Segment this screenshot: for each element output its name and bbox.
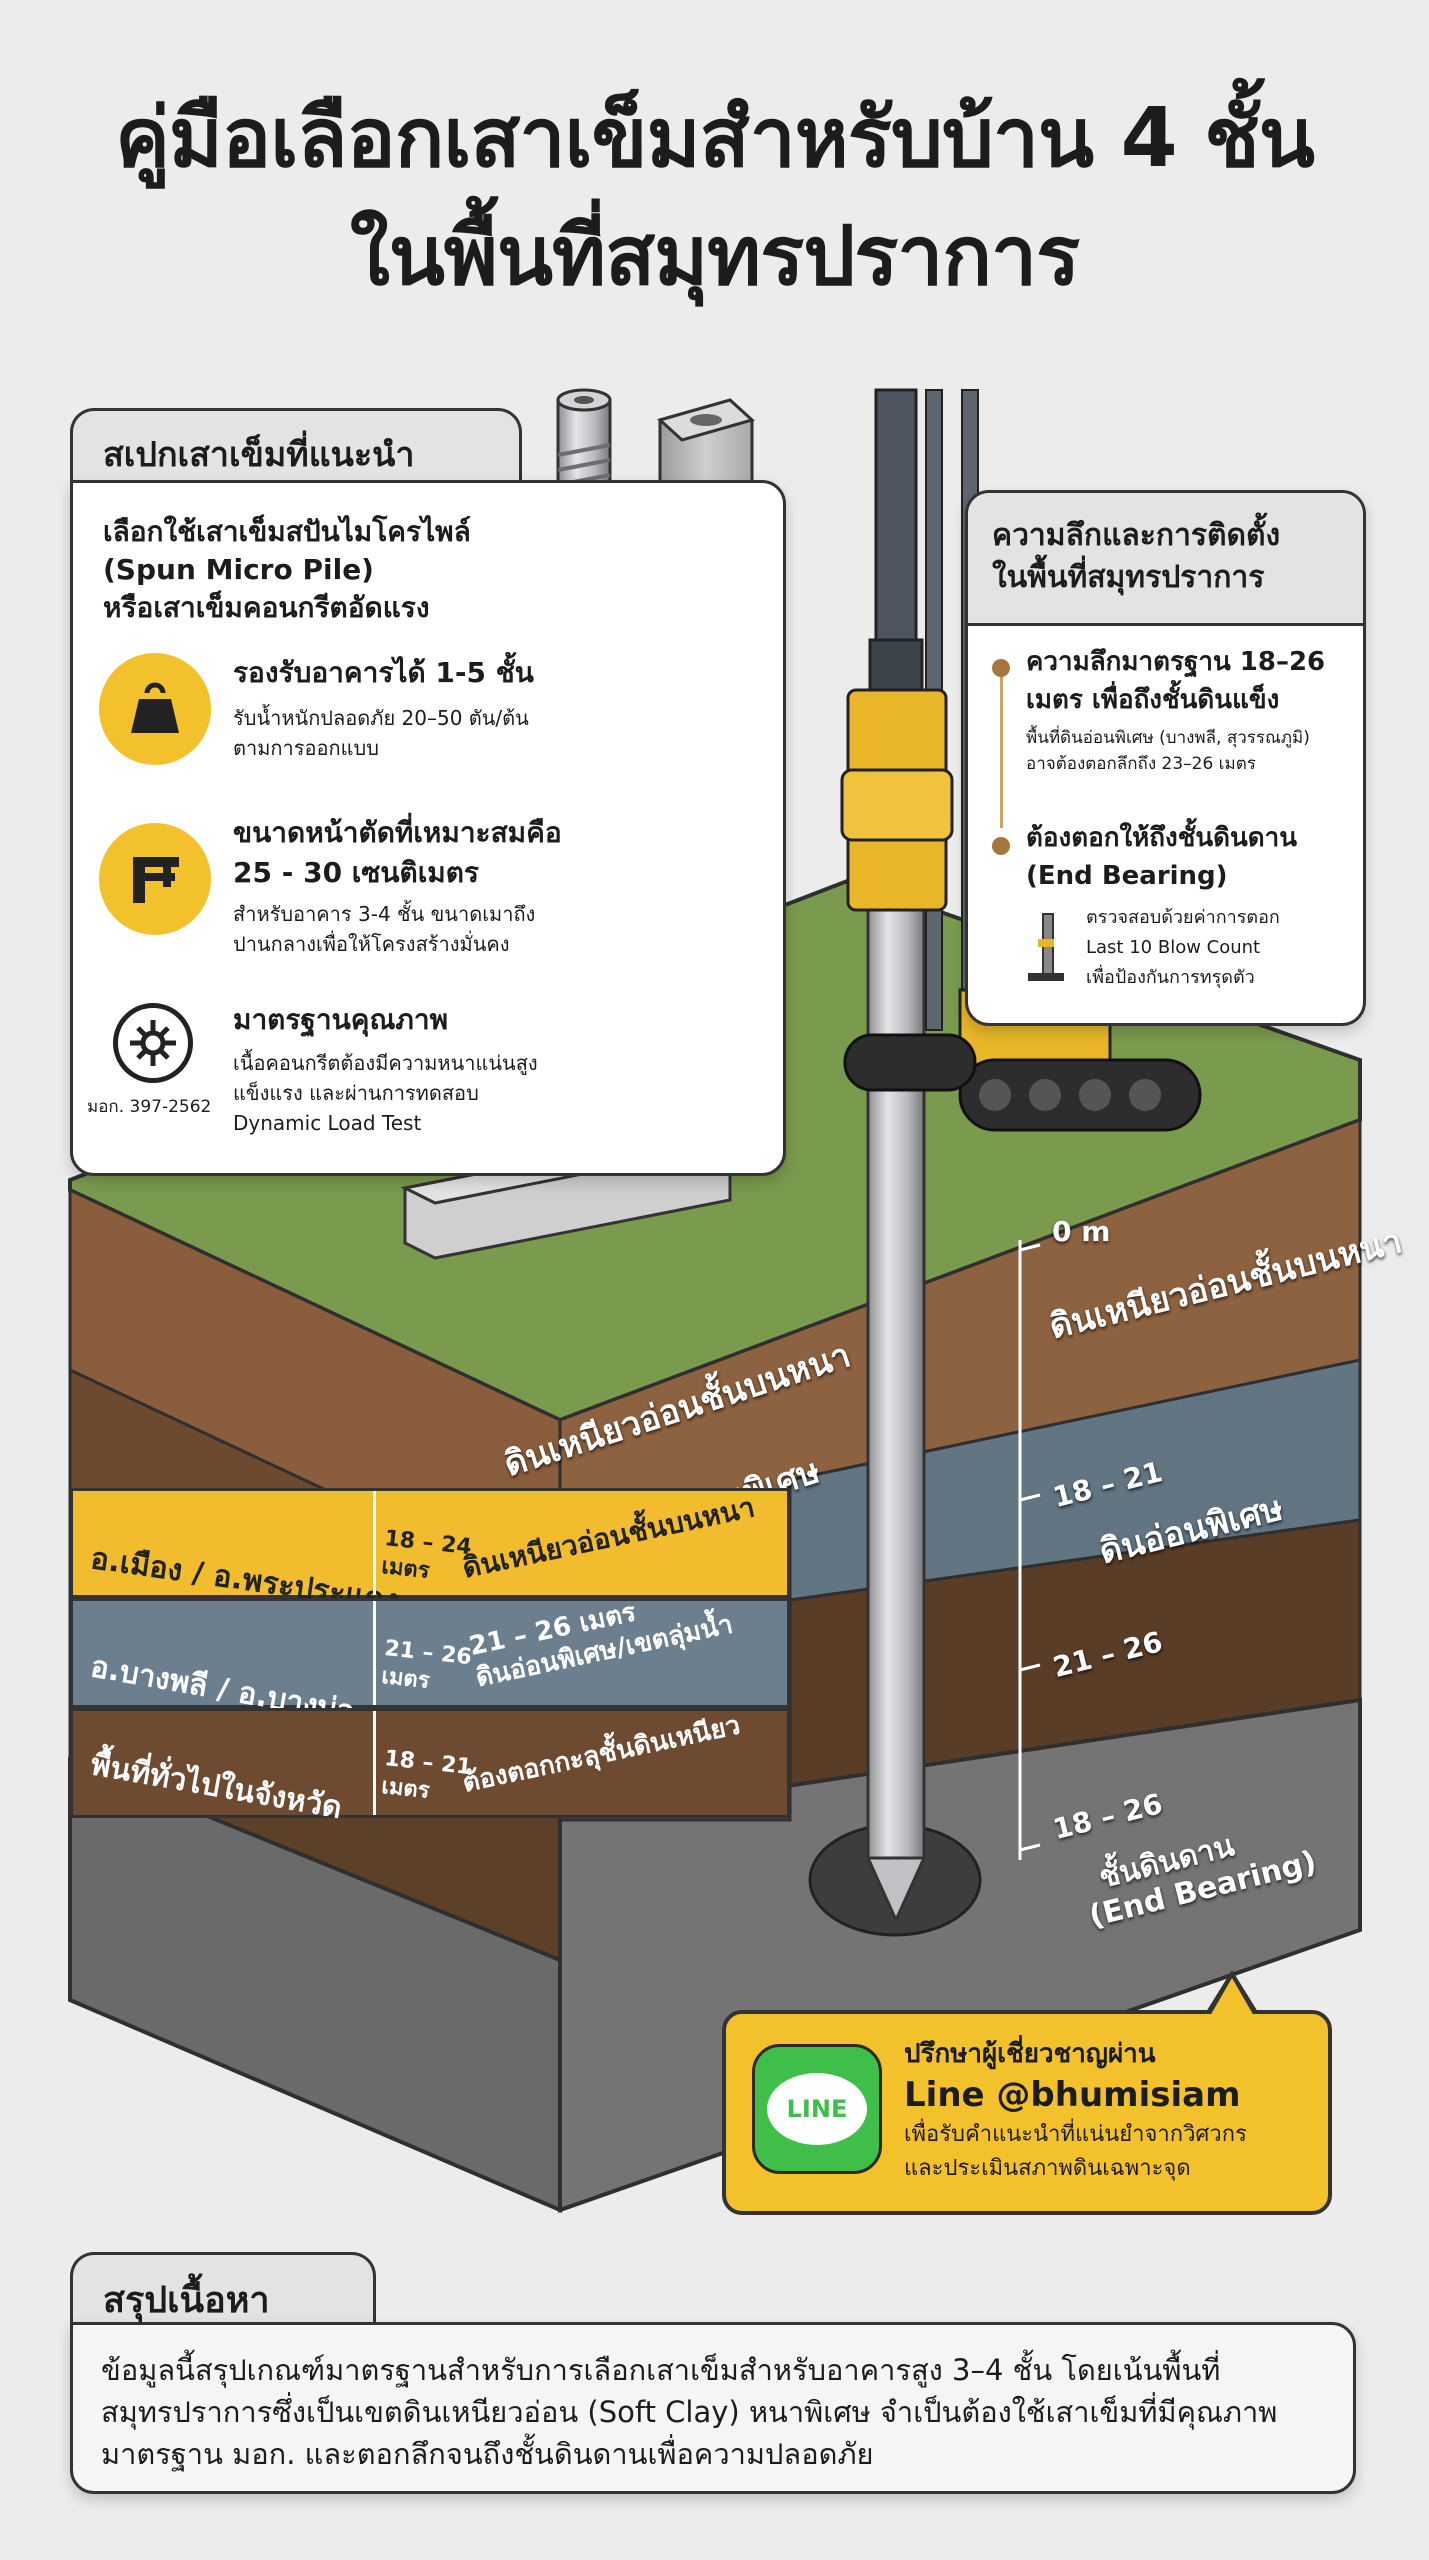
depth-item-text: เพื่อป้องกันการทรุดตัว (1086, 967, 1255, 988)
depth-item-text: อาจต้องตอกลึกถึง 23–26 เมตร (1026, 754, 1256, 774)
title-line-2: ในพื้นที่สมุทรปราการ (349, 209, 1080, 304)
spec-item-2: ขนาดหน้าตัดที่เหมาะสมคือ 25 - 30 เซนติเม… (233, 813, 753, 959)
depth-panel: ความลึกและการติดตั้ง ในพื้นที่สมุทรปรากา… (965, 490, 1366, 1026)
spec-panel: เลือกใช้เสาเข็มสปันไมโครไพล์ (Spun Micro… (70, 480, 786, 1176)
tis-badge: มอก. 397-2562 (87, 1097, 212, 1117)
line-app-icon[interactable]: LINE (752, 2044, 882, 2174)
summary-line: สมุทรปราการซึ่งเป็นเขตดินเหนียวอ่อน (Sof… (101, 2395, 1278, 2429)
district-soil: ดินเหนียวอ่อนชั้นบนหนา (459, 1490, 758, 1585)
consult-line-1: ปรึกษาผู้เชี่ยวชาญผ่าน (904, 2039, 1156, 2069)
band-divider (373, 1601, 376, 1705)
spec-item-title: ขนาดหน้าตัดที่เหมาะสมคือ (233, 816, 562, 849)
bullet-dot (992, 659, 1010, 677)
spec-item-text: ตามการออกแบบ (233, 736, 379, 760)
depth-item-title: ต้องตอกให้ถึงชั้นดินดาน (1026, 823, 1298, 853)
band-divider (373, 1491, 376, 1595)
speech-tail-fill (1210, 1978, 1254, 2016)
spec-item-text: รับน้ำหนักปลอดภัย 20–50 ตัน/ต้น (233, 706, 529, 730)
driven-pile-shaft (866, 858, 926, 1862)
depth-mark: 0 m (1052, 1215, 1111, 1248)
district-depth: 18 – 21 เมตร (380, 1745, 473, 1810)
consult-line-4: และประเมินสภาพดินเฉพาะจุด (904, 2156, 1191, 2181)
depth-item-title: ความลึกมาตรฐาน 18–26 (1026, 647, 1326, 677)
spec-item-text: แข็งแรง และผ่านการทดสอบ (233, 1081, 479, 1105)
weight-icon (99, 653, 211, 765)
page-title: คู่มือเลือกเสาเข็มสำหรับบ้าน 4 ชั้น ในพื… (40, 80, 1389, 316)
summary-line: มาตรฐาน มอก. และตอกลึกจนถึงชั้นดินดานเพื… (101, 2437, 874, 2471)
summary-text: ข้อมูลนี้สรุปเกณฑ์มาตรฐานสำหรับการเลือกเ… (101, 2349, 1341, 2475)
title-line-1: คู่มือเลือกเสาเข็มสำหรับบ้าน 4 ชั้น (115, 91, 1315, 186)
spec-item-text: Dynamic Load Test (233, 1111, 422, 1135)
consult-text: ปรึกษาผู้เชี่ยวชาญผ่าน Line @bhumisiam เ… (904, 2036, 1324, 2186)
depth-item-2-text: ตรวจสอบด้วยค่าการตอก Last 10 Blow Count … (1086, 903, 1346, 993)
spec-item-title: 25 - 30 เซนติเมตร (233, 856, 479, 889)
spec-intro: เลือกใช้เสาเข็มสปันไมโครไพล์ (Spun Micro… (103, 513, 471, 627)
depth-panel-header: ความลึกและการติดตั้ง ในพื้นที่สมุทรปรากา… (968, 493, 1363, 626)
summary-heading: สรุปเนื้อหา (103, 2280, 270, 2321)
district-depth: 18 – 24 เมตร (380, 1525, 473, 1590)
consult-box[interactable]: LINE ปรึกษาผู้เชี่ยวชาญผ่าน Line @bhumis… (722, 1970, 1332, 2215)
depth-item-title: (End Bearing) (1026, 861, 1228, 891)
depth-heading-line: ในพื้นที่สมุทรปราการ (992, 560, 1265, 595)
depth-heading-line: ความลึกและการติดตั้ง (992, 518, 1281, 553)
depth-item-text: Last 10 Blow Count (1086, 937, 1261, 958)
line-icon-text: LINE (786, 2095, 848, 2123)
district-band-2: อ.บางพลี / อ.บางบ่อ 21 – 26 เมตร 21 – 26… (70, 1597, 790, 1730)
timeline-line (1000, 668, 1003, 828)
district-depth: 21 – 26 เมตร (380, 1635, 473, 1700)
depth-item-text: ตรวจสอบด้วยค่าการตอก (1086, 907, 1280, 928)
district-band-3: พื้นที่ทั่วไปในจังหวัด 18 – 21 เมตร ต้อง… (70, 1708, 790, 1826)
consult-line-3: เพื่อรับคำแนะนำที่แน่นยำจากวิศวกร (904, 2122, 1247, 2147)
spec-item-3: มาตรฐานคุณภาพ เนื้อคอนกรีตต้องมีความหนาแ… (233, 998, 753, 1138)
spec-item-1: รองรับอาคารได้ 1-5 ชั้น รับน้ำหนักปลอดภั… (233, 651, 753, 763)
caliper-icon (99, 823, 211, 935)
spec-intro-line: เลือกใช้เสาเข็มสปันไมโครไพล์ (103, 515, 471, 548)
district-band-1: อ.เมือง / อ.พระประแดง 18 – 24 เมตร ดินเห… (70, 1488, 790, 1619)
district-soil: ต้องตอกกะลุชั้นดินเหนียว (459, 1710, 743, 1799)
consult-line-2[interactable]: Line @bhumisiam (904, 2075, 1241, 2115)
line-bubble: LINE (767, 2073, 867, 2145)
depth-item-text: พื้นที่ดินอ่อนพิเศษ (บางพลี, สุวรรณภูมิ) (1026, 728, 1310, 748)
spec-item-text: ปานกลางเพื่อให้โครงสร้างมั่นคง (233, 932, 510, 956)
band-divider (373, 1711, 376, 1815)
summary-line: ข้อมูลนี้สรุปเกณฑ์มาตรฐานสำหรับการเลือกเ… (101, 2353, 1221, 2387)
depth-item-1: ความลึกมาตรฐาน 18–26 เมตร เพื่อถึงชั้นดิ… (1026, 643, 1346, 777)
driven-pile-tip (865, 1856, 927, 1924)
rig-mast (874, 388, 918, 642)
spec-item-title: มาตรฐานคุณภาพ (233, 1003, 449, 1036)
spec-item-title: รองรับอาคารได้ 1-5 ชั้น (233, 656, 534, 689)
spec-intro-line: (Spun Micro Pile) (103, 553, 374, 586)
tis-mark-icon (113, 1003, 193, 1083)
summary-panel: ข้อมูลนี้สรุปเกณฑ์มาตรฐานสำหรับการเลือกเ… (70, 2322, 1356, 2494)
depth-item-2: ต้องตอกให้ถึงชั้นดินดาน (End Bearing) (1026, 819, 1346, 895)
spec-panel-heading: สเปกเสาเข็มที่แนะนำ (103, 435, 415, 475)
spec-intro-line: หรือเสาเข็มคอนกรีตอัดแรง (103, 591, 430, 624)
bullet-dot (992, 837, 1010, 855)
spec-item-text: เนื้อคอนกรีตต้องมีความหนาแน่นสูง (233, 1051, 538, 1075)
spec-item-text: สำหรับอาคาร 3-4 ชั้น ขนาดเมาถึง (233, 902, 536, 926)
blow-count-icon (1026, 913, 1066, 983)
depth-item-title: เมตร เพื่อถึงชั้นดินแข็ง (1026, 685, 1280, 715)
spec-panel-tab: สเปกเสาเข็มที่แนะนำ (70, 408, 522, 491)
